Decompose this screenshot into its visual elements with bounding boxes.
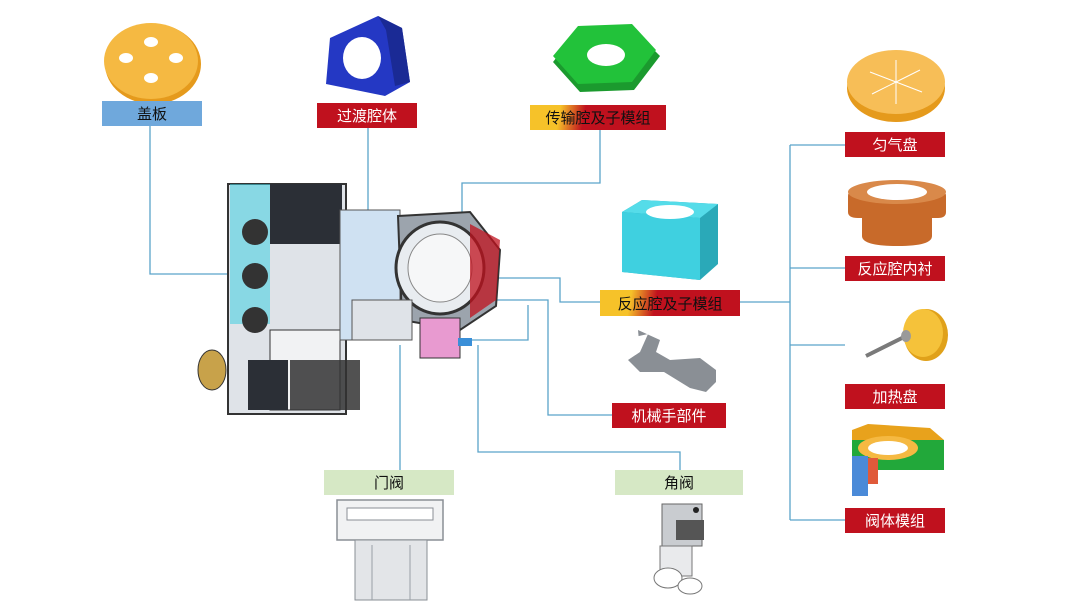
label-reaction-chamber-liner: 反应腔内衬	[845, 256, 945, 281]
valve-module-icon	[852, 424, 944, 496]
transfer-chamber-icon	[553, 24, 660, 92]
connector-reaction-inner	[470, 305, 529, 341]
connector-angle-valve	[477, 345, 681, 470]
heating-plate-icon	[865, 309, 948, 361]
label-gas-distribution-plate: 匀气盘	[845, 132, 945, 157]
gate-valve-icon	[336, 499, 444, 601]
connector-robot	[470, 299, 612, 416]
equipment-assembly-icon	[197, 183, 502, 415]
label-heating-plate: 加热盘	[845, 384, 945, 409]
label-robot-parts: 机械手部件	[612, 403, 726, 428]
label-cover-plate: 盖板	[102, 101, 202, 126]
chamber-liner-icon	[848, 180, 946, 246]
label-valve-module: 阀体模组	[845, 508, 945, 533]
label-transition-chamber: 过渡腔体	[317, 103, 417, 128]
angle-valve-icon	[653, 503, 704, 595]
label-reaction-chamber-module: 反应腔及子模组	[600, 290, 740, 316]
robot-arm-icon	[628, 330, 716, 392]
label-transfer-chamber-module: 传输腔及子模组	[530, 105, 666, 130]
connector-transfer-chamber	[461, 130, 601, 228]
reaction-chamber-icon	[622, 200, 718, 280]
cover-plate-icon	[104, 23, 201, 104]
transition-chamber-icon	[326, 16, 410, 96]
gas-plate-icon	[847, 50, 945, 122]
label-gate-valve: 门阀	[324, 470, 454, 495]
label-angle-valve: 角阀	[615, 470, 743, 495]
